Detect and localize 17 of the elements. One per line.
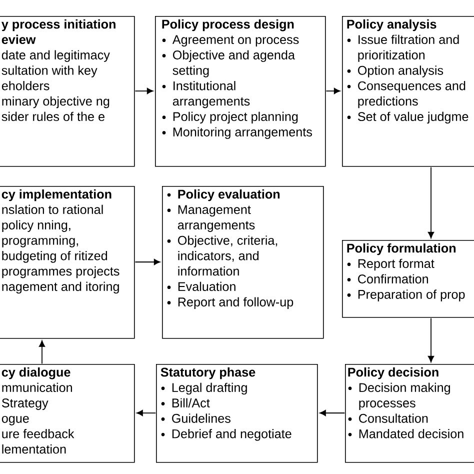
arrow	[326, 88, 340, 94]
process-box: Statutory phase Legal drafting Bill/Act Guidelines Debrief and negotiate	[156, 364, 318, 463]
process-box: y process initiation eview date and legitimacy sultation with key eholders minary objective ng sider rules of the e	[0, 16, 135, 167]
arrow	[134, 88, 154, 94]
arrow	[428, 318, 434, 362]
arrow	[134, 258, 160, 266]
process-box: Policy decision Decision making processes Consultation Mandated decision	[345, 364, 474, 463]
arrow	[319, 410, 346, 416]
arrow	[428, 166, 434, 238]
process-box: cy dialogue mmunication Strategy ogue ure feedback lementation	[0, 364, 135, 463]
process-box: Policy process design Agreement on process Objective and agenda setting Institutional arrangements Policy project planning Monitoring arrangements	[155, 16, 326, 167]
process-box: Policy evaluation Management arrangements Objective, criteria, indicators, and information Evaluation Report and follow-up	[162, 186, 324, 339]
process-box: Policy formulation Report format Confirmation Preparation of prop	[342, 240, 474, 318]
process-box: Policy analysis Issue filtration and prioritization Option analysis Consequences and predictions Set of value judgme	[342, 16, 474, 167]
arrow	[136, 410, 156, 416]
process-box: cy implementation nslation to rational policy nning, programming, budgeting of ritized programmes projects nagement and itoring	[0, 186, 135, 339]
arrow	[38, 340, 46, 364]
